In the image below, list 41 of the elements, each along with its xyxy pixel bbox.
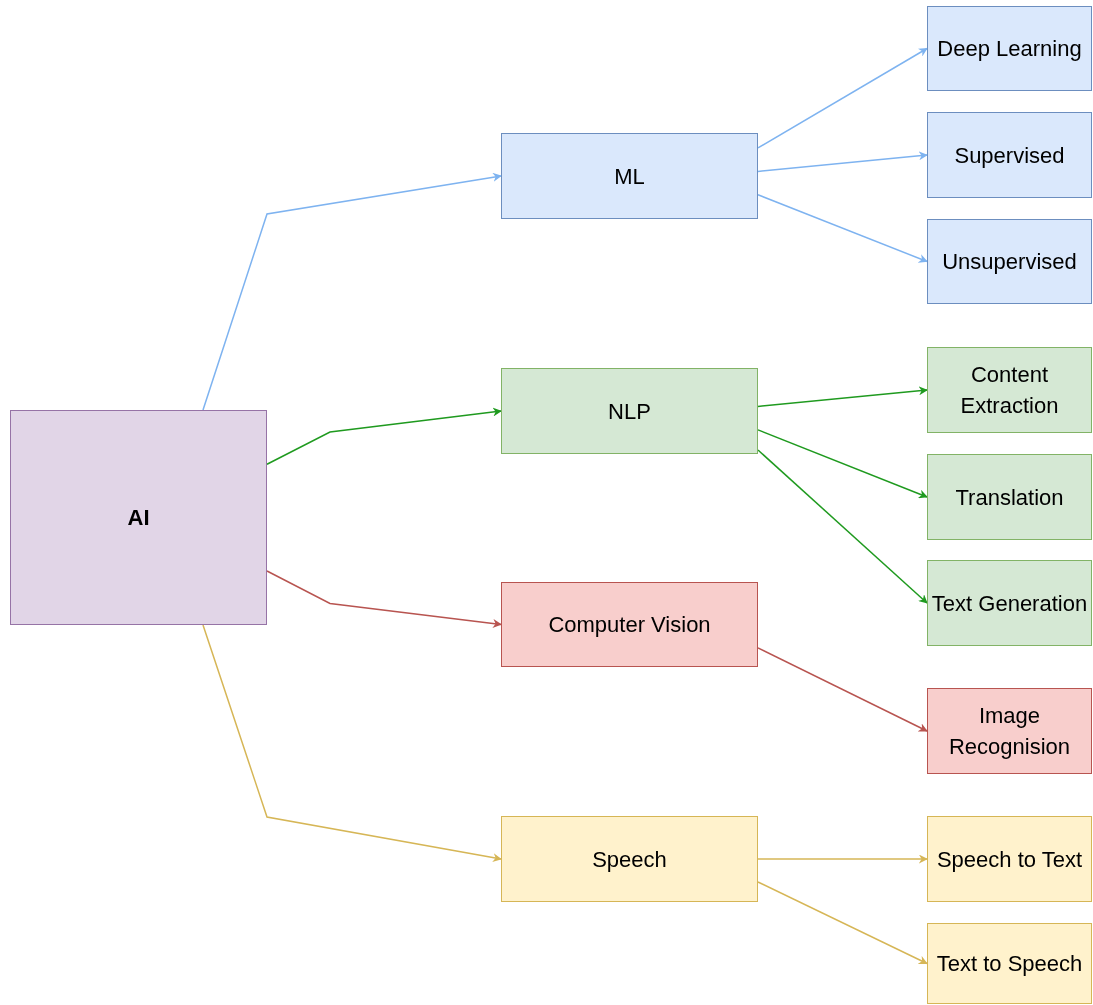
arrow xyxy=(757,47,928,149)
arrow xyxy=(757,194,928,263)
node-label: Text Generation xyxy=(931,589,1088,618)
process-box xyxy=(927,112,1092,198)
arrow xyxy=(757,647,928,732)
process-box xyxy=(927,688,1092,774)
process-box xyxy=(501,582,758,667)
arrow xyxy=(757,429,928,499)
node-label: Translation xyxy=(955,483,1064,512)
process-box xyxy=(927,219,1092,304)
process-box xyxy=(501,368,758,454)
node-label: Speech to Text xyxy=(936,845,1083,874)
arrow xyxy=(202,624,502,862)
arrow xyxy=(202,172,502,411)
arrow xyxy=(266,407,502,465)
arrow xyxy=(757,151,928,173)
process-box xyxy=(927,347,1092,433)
arrow xyxy=(266,570,502,628)
node-label: Content Extraction xyxy=(959,361,1060,420)
node-label: Supervised xyxy=(954,141,1065,170)
arrow xyxy=(757,881,928,965)
process-box xyxy=(501,816,758,902)
node-label: Speech xyxy=(592,845,667,874)
process-box xyxy=(927,6,1092,91)
node-label: ML xyxy=(614,162,645,191)
process-box xyxy=(927,560,1092,646)
node-label: NLP xyxy=(608,397,651,426)
node-label: Computer Vision xyxy=(548,611,711,639)
node-label: AI xyxy=(127,504,150,532)
node-label: Text to Speech xyxy=(936,950,1083,978)
process-box xyxy=(927,816,1092,902)
node-label: Image Recognision xyxy=(947,702,1072,761)
node-label: Deep Learning xyxy=(937,35,1082,63)
process-box xyxy=(927,923,1092,1004)
arrow xyxy=(757,854,928,864)
arrow xyxy=(757,449,928,604)
process-box xyxy=(927,454,1092,540)
arrow xyxy=(757,386,928,408)
node-label: Unsupervised xyxy=(942,248,1077,276)
process-box xyxy=(10,410,267,625)
process-box xyxy=(501,133,758,219)
